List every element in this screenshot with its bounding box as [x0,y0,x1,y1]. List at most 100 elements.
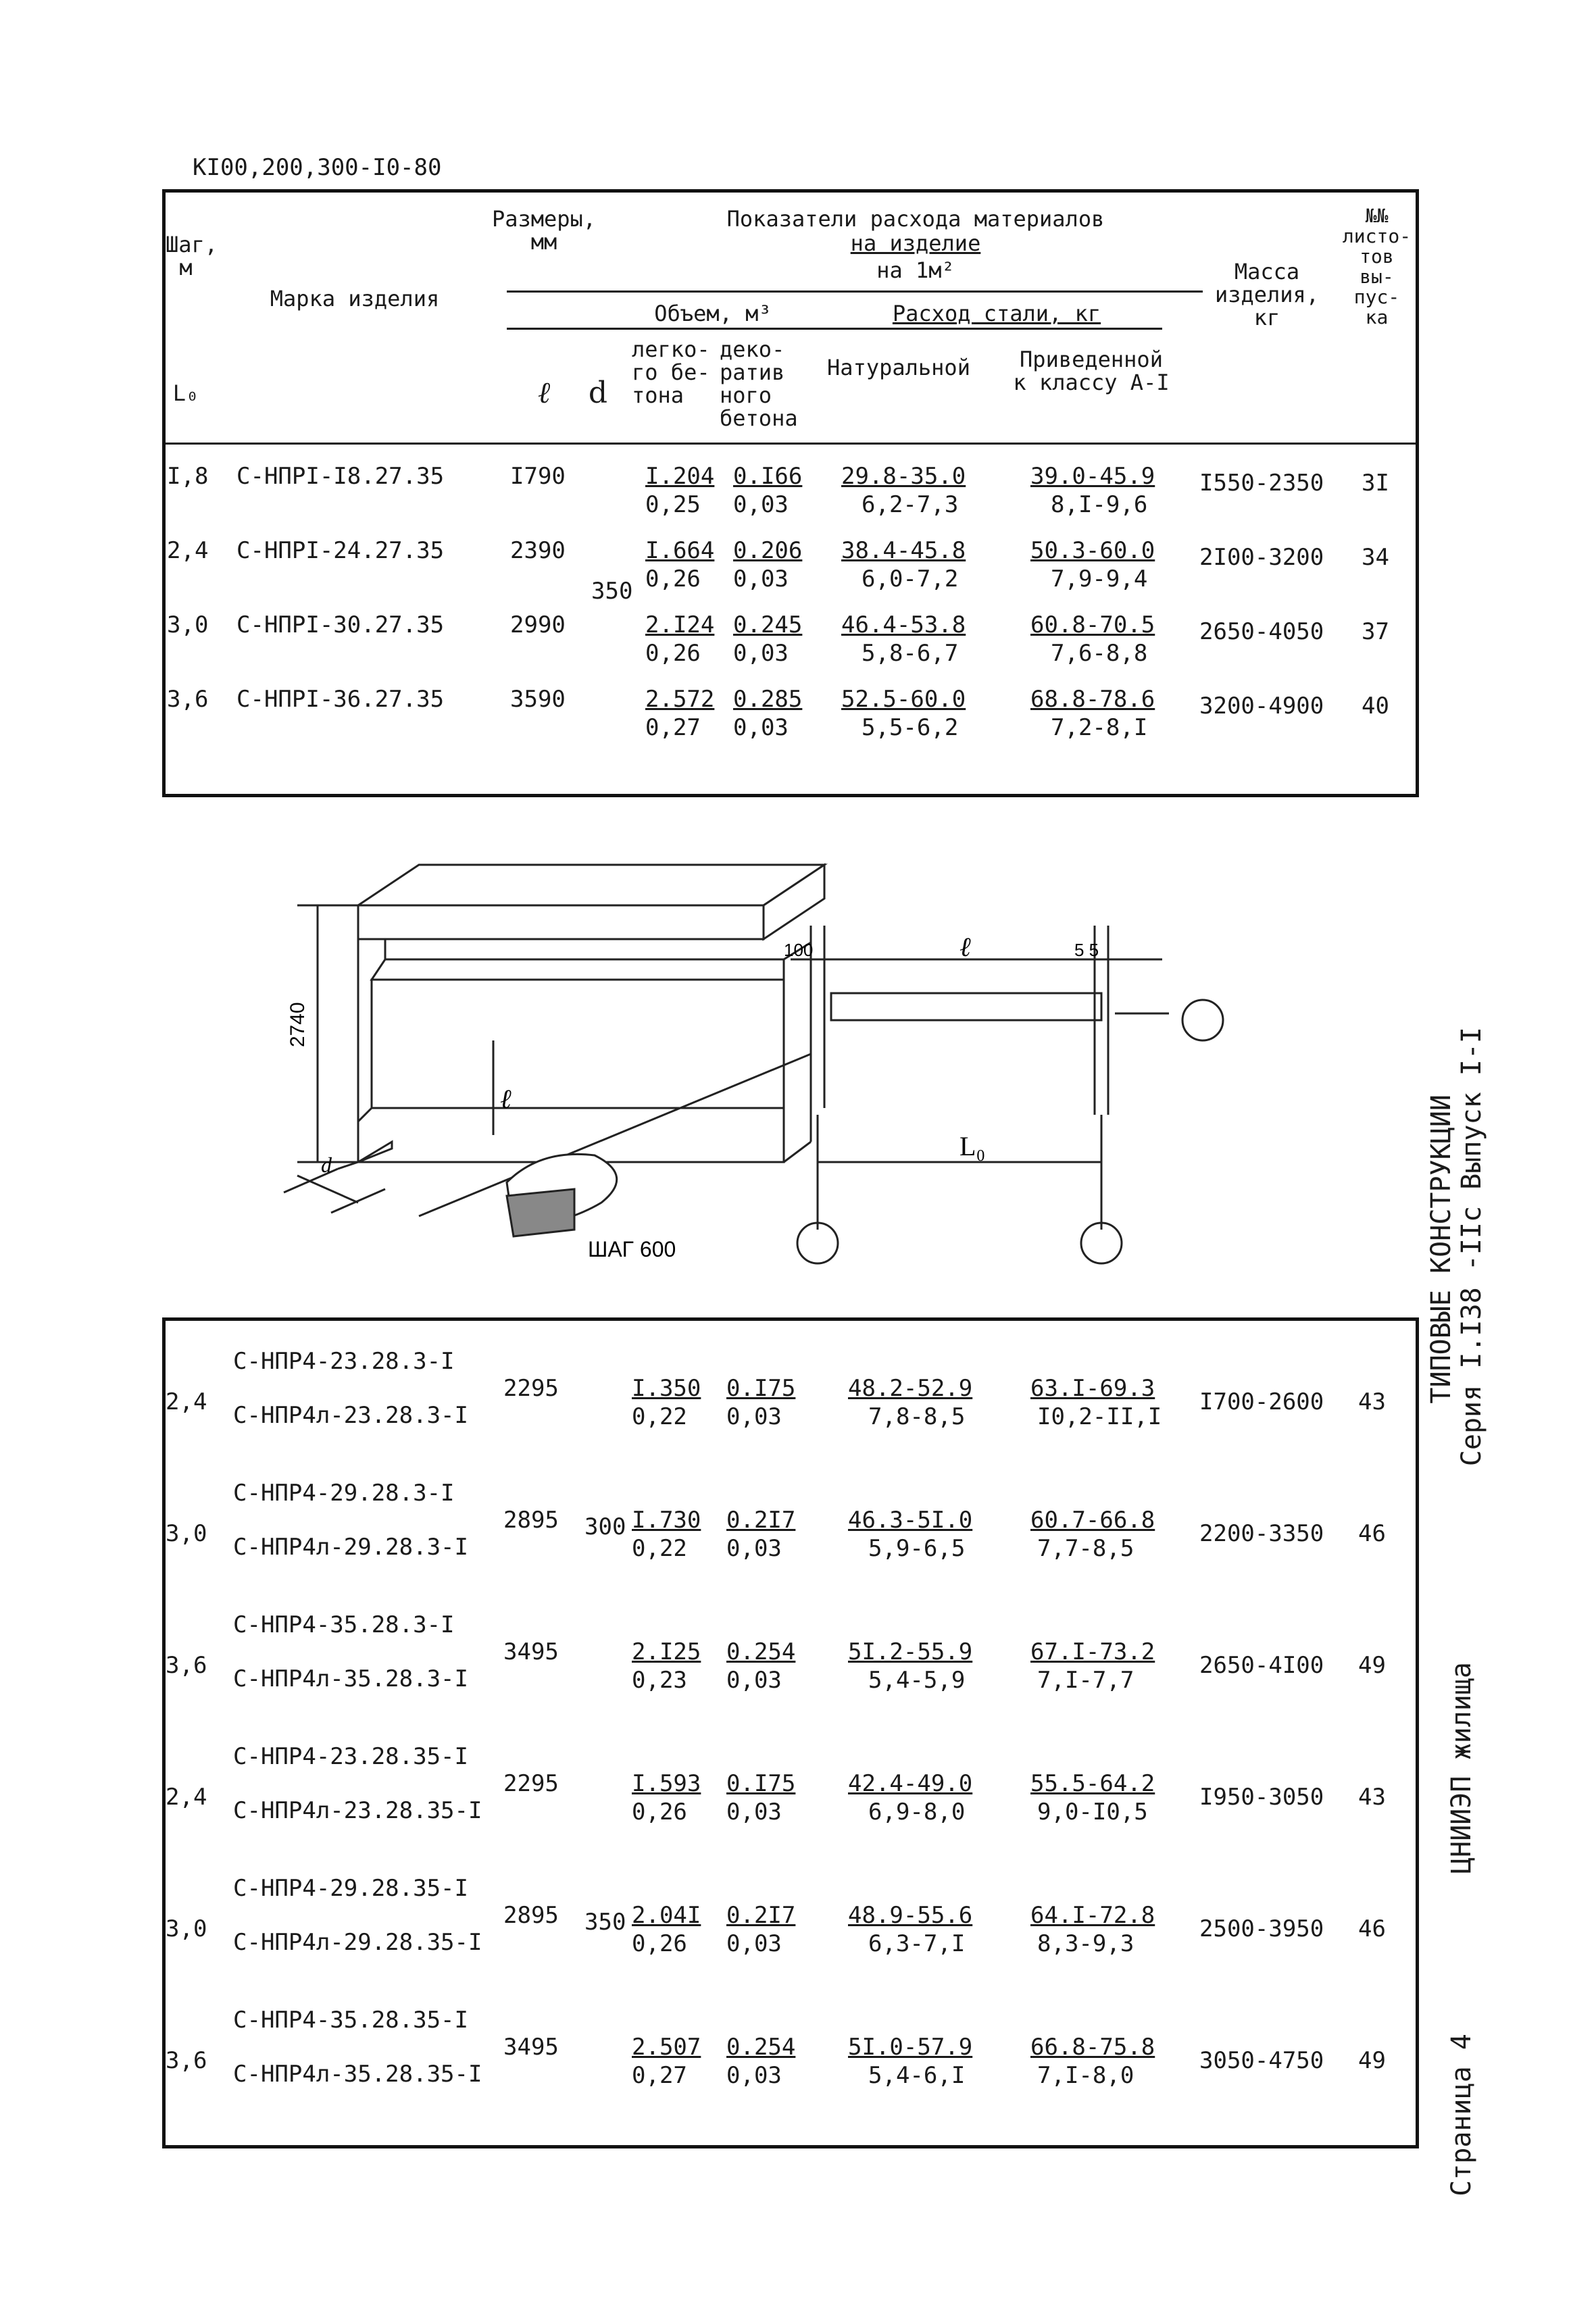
t2-row-r1: 55.5-64.2 [1030,1770,1155,1797]
t2-row-n2: 5,4-6,I [868,2062,966,2089]
t2-row-l: 2895 [503,1507,559,1534]
t1-row-n2: 5,5-6,2 [862,714,959,741]
t2-row-v2b: 0,03 [726,2062,782,2089]
t2-row-mark2: С-НПР4л-35.28.35-I [233,2061,482,2088]
t2-row-step: 3,6 [166,2047,207,2074]
t2-row-r1: 64.I-72.8 [1030,1902,1155,1929]
t2-row-v2a: 0.2I7 [726,1902,796,1929]
t2-row-l: 3495 [503,1638,559,1665]
t1-row-sheet: 34 [1362,544,1389,571]
t2-row-mark1: С-НПР4-35.28.35-I [233,2007,468,2034]
t2-row-d: 300 [584,1513,626,1540]
t2-row-mark1: С-НПР4-23.28.3-I [233,1348,455,1375]
t2-row-v1a: I.593 [632,1770,701,1797]
t2-row-r2: 7,I-7,7 [1037,1667,1134,1694]
t2-row-r1: 60.7-66.8 [1030,1507,1155,1534]
header-sheet-count: №№ листо- тов вы- пус- ка [1342,205,1412,328]
t1-row-v2a: 0.206 [733,537,803,564]
t2-row-n1: 42.4-49.0 [848,1770,973,1797]
t2-row-sheet: 49 [1358,2047,1386,2074]
t2-row-mark1: С-НПР4-29.28.3-I [233,1480,455,1507]
t1-row-v2a: 0.I66 [733,463,803,490]
t1-row-step: 3,6 [167,686,209,713]
t1-row-v1a: 2.I24 [645,611,715,638]
t1-row-l: 2990 [510,611,566,638]
header-indicators: Показатели расхода материалов [726,206,1105,232]
t2-row-v2b: 0,03 [726,1403,782,1430]
t1-row-v1b: 0,26 [645,640,701,667]
t2-row-n1: 48.2-52.9 [848,1375,973,1402]
t1-row-v1b: 0,25 [645,491,701,518]
t2-row-v2b: 0,03 [726,1930,782,1957]
side-org: ЦНИИЭП жилища [1446,1662,1477,1874]
t2-row-mass: 3050-4750 [1199,2047,1324,2074]
fig-dim-l0: L₀ [959,1131,985,1161]
t1-row-r1: 60.8-70.5 [1030,611,1155,638]
t2-row-r2: 8,3-9,3 [1037,1930,1134,1957]
t2-row-sheet: 43 [1358,1784,1386,1811]
t1-row-sheet: 37 [1362,618,1389,645]
t2-row-mass: I700-2600 [1199,1388,1324,1415]
header-per-m2: на 1м² [876,257,955,283]
t1-row-sheet: 40 [1362,693,1389,720]
t1-row-r1: 68.8-78.6 [1030,686,1155,713]
t1-row-n1: 29.8-35.0 [841,463,966,490]
fig-dim-55: 5 5 [1074,940,1099,960]
t2-row-v2a: 0.2I7 [726,1507,796,1534]
t1-row-v2b: 0,03 [733,565,789,593]
t1-row-n2: 6,0-7,2 [862,565,959,593]
t2-row-mark1: С-НПР4-29.28.35-I [233,1875,468,1902]
t2-row-step: 3,0 [166,1520,207,1547]
t1-row-r2: 7,6-8,8 [1051,640,1148,667]
t1-row-v2b: 0,03 [733,491,789,518]
t1-row-mark: С-НПРI-24.27.35 [236,537,445,564]
t1-row-v2b: 0,03 [733,640,789,667]
header-natural: Натуральной [827,355,970,380]
t2-row-mark2: С-НПР4л-23.28.35-I [233,1797,482,1824]
materials-table-top: Шаг, м L₀ Марка изделия Размеры, мм ℓ d … [162,189,1419,797]
t2-row-step: 3,6 [166,1652,207,1679]
t2-row-v2b: 0,03 [726,1535,782,1562]
t2-row-step: 2,4 [166,1784,207,1811]
t1-row-l: I790 [510,463,566,490]
t2-row-n2: 6,3-7,I [868,1930,966,1957]
t1-row-n2: 6,2-7,3 [862,491,959,518]
t2-row-r1: 66.8-75.8 [1030,2034,1155,2061]
t2-row-l: 2295 [503,1770,559,1797]
t2-row-n1: 48.9-55.6 [848,1902,973,1929]
t1-d-value: 350 [591,578,633,605]
t2-row-v1b: 0,22 [632,1535,687,1562]
t1-row-mark: С-НПРI-I8.27.35 [236,463,445,490]
document-code: KI00,200,300-I0-80 [193,154,442,181]
t2-row-n2: 6,9-8,0 [868,1799,966,1826]
t1-row-v1a: 2.572 [645,686,715,713]
t2-row-v1b: 0,23 [632,1667,687,1694]
t1-row-r2: 7,9-9,4 [1051,565,1148,593]
header-mass: Масса изделия, кг [1214,259,1320,330]
header-per-item: на изделие [850,230,981,256]
t2-row-n1: 5I.2-55.9 [848,1638,973,1665]
t2-row-r2: 7,I-8,0 [1037,2062,1134,2089]
t2-row-mass: 2200-3350 [1199,1520,1324,1547]
side-series: Серия I.I38 -IIс Выпуск I-I [1456,1027,1487,1467]
header-light-concrete: легко- го бе- тона [632,336,710,408]
t2-row-step: 3,0 [166,1915,207,1942]
t2-row-n2: 5,9-6,5 [868,1535,966,1562]
t2-row-v1a: I.350 [632,1375,701,1402]
t1-row-step: 3,0 [167,611,209,638]
header-mark: Марка изделия [270,286,440,311]
t2-row-mass: I950-3050 [1199,1784,1324,1811]
panel-diagram: 2740 d ℓ ШАГ 600 100 ℓ 5 5 L₀ [283,863,1224,1265]
header-sizes: Размеры, мм [491,206,597,255]
fig-dim-l: ℓ [959,932,971,962]
fig-l-label: ℓ [500,1084,512,1114]
t2-row-v2b: 0,03 [726,1799,782,1826]
t1-row-mark: С-НПРI-30.27.35 [236,611,445,638]
t2-row-v1b: 0,27 [632,2062,687,2089]
fig-dim-100: 100 [784,940,813,960]
t2-row-mark2: С-НПР4л-29.28.35-I [233,1929,482,1956]
t2-row-v1a: 2.I25 [632,1638,701,1665]
t2-row-r2: 9,0-I0,5 [1037,1799,1148,1826]
t2-row-v2a: 0.I75 [726,1770,796,1797]
